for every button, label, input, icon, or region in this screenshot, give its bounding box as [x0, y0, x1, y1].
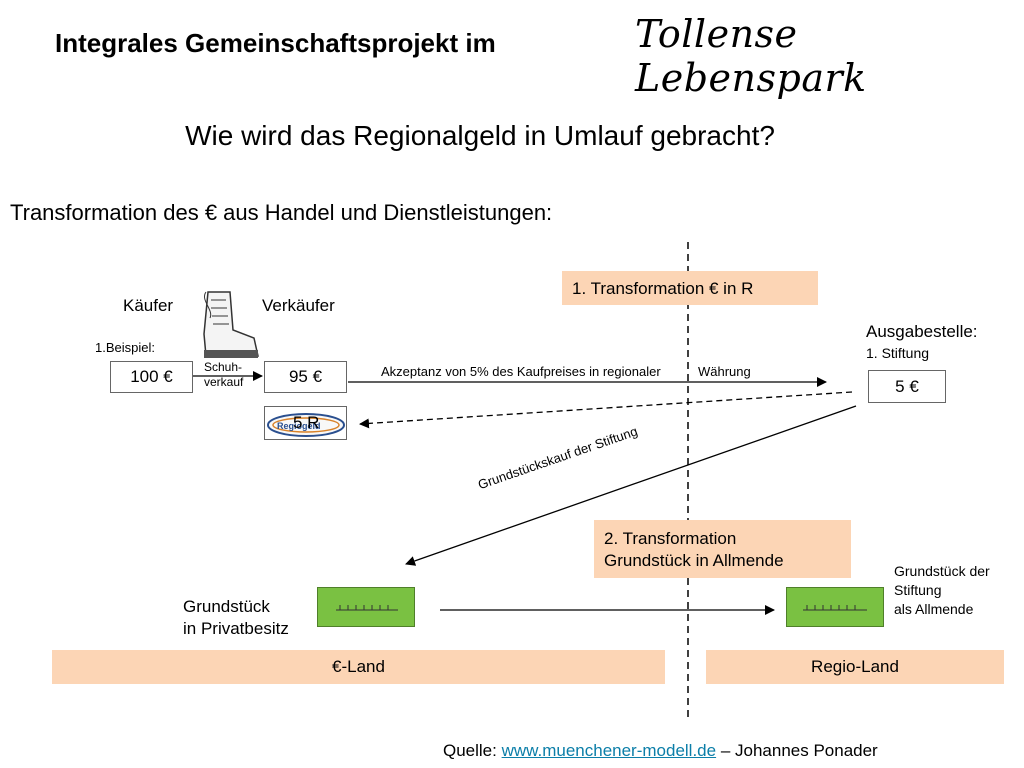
- regio-amount-box: Regiogeld 5 R: [264, 406, 347, 440]
- foundation-plot-label-line1: Grundstück der: [894, 563, 990, 579]
- foundation-plot-label: Grundstück der Stiftung als Allmende: [894, 562, 990, 619]
- issuer-amount: 5 €: [895, 376, 919, 396]
- issuer-label: Ausgabestelle:: [866, 322, 978, 341]
- private-plot-label: Grundstück in Privatbesitz: [183, 596, 289, 640]
- seller-label: Verkäufer: [262, 296, 335, 315]
- regio-land-band: Regio-Land: [706, 650, 1004, 684]
- step2-label-line1: 2. Transformation: [604, 529, 737, 548]
- buyer-amount: 100 €: [130, 367, 173, 386]
- acceptance-label-left: Akzeptanz von 5% des Kaufpreises in regi…: [381, 364, 661, 379]
- regio-amount: 5 R: [293, 413, 320, 432]
- purchase-label: Schuh- verkauf: [204, 360, 244, 389]
- private-plot-label-line2: in Privatbesitz: [183, 619, 289, 638]
- step2-label-line2: Grundstück in Allmende: [604, 551, 784, 570]
- source-line: Quelle: www.muenchener-modell.de – Johan…: [443, 741, 878, 761]
- land-purchase-arrow: [405, 405, 857, 566]
- section-heading: Transformation des € aus Handel und Dien…: [10, 200, 553, 225]
- issuer-amount-box: 5 €: [868, 370, 946, 403]
- foundation-plot-label-line3: als Allmende: [894, 601, 974, 617]
- step2-box: 2. Transformation Grundstück in Allmende: [594, 520, 851, 578]
- issuer-sub-label: 1. Stiftung: [866, 345, 930, 361]
- source-suffix: – Johannes Ponader: [716, 741, 878, 760]
- step1-box: 1. Transformation € in R: [562, 271, 818, 305]
- regiogeld-logo-icon: [267, 413, 345, 437]
- seller-amount: 95 €: [288, 367, 323, 386]
- private-plot-label-line1: Grundstück: [183, 597, 270, 616]
- regio-land-label: Regio-Land: [811, 657, 899, 676]
- private-plot-icon: [317, 587, 415, 627]
- source-link[interactable]: www.muenchener-modell.de: [501, 741, 717, 760]
- euro-land-label: €-Land: [332, 657, 385, 676]
- seller-amount-box: 95 €: [264, 361, 347, 393]
- page-subtitle: Wie wird das Regionalgeld in Umlauf gebr…: [185, 120, 775, 151]
- buyer-label: Käufer: [123, 296, 174, 315]
- example-label: 1.Beispiel:: [95, 340, 155, 355]
- foundation-plot-label-line2: Stiftung: [894, 582, 942, 598]
- issuer-to-seller-dashed-arrow: [359, 391, 853, 429]
- source-prefix: Quelle:: [443, 741, 502, 760]
- page-title-script: Tollense Lebenspark: [635, 12, 867, 100]
- acceptance-label-right: Währung: [698, 364, 751, 379]
- euro-land-band: €-Land: [52, 650, 665, 684]
- page-title: Integrales Gemeinschaftsprojekt im: [55, 28, 496, 58]
- step1-label: 1. Transformation € in R: [572, 279, 754, 298]
- buyer-amount-box: 100 €: [110, 361, 193, 393]
- foundation-plot-icon: [786, 587, 884, 627]
- regiogeld-logo-text: Regiogeld: [277, 421, 321, 431]
